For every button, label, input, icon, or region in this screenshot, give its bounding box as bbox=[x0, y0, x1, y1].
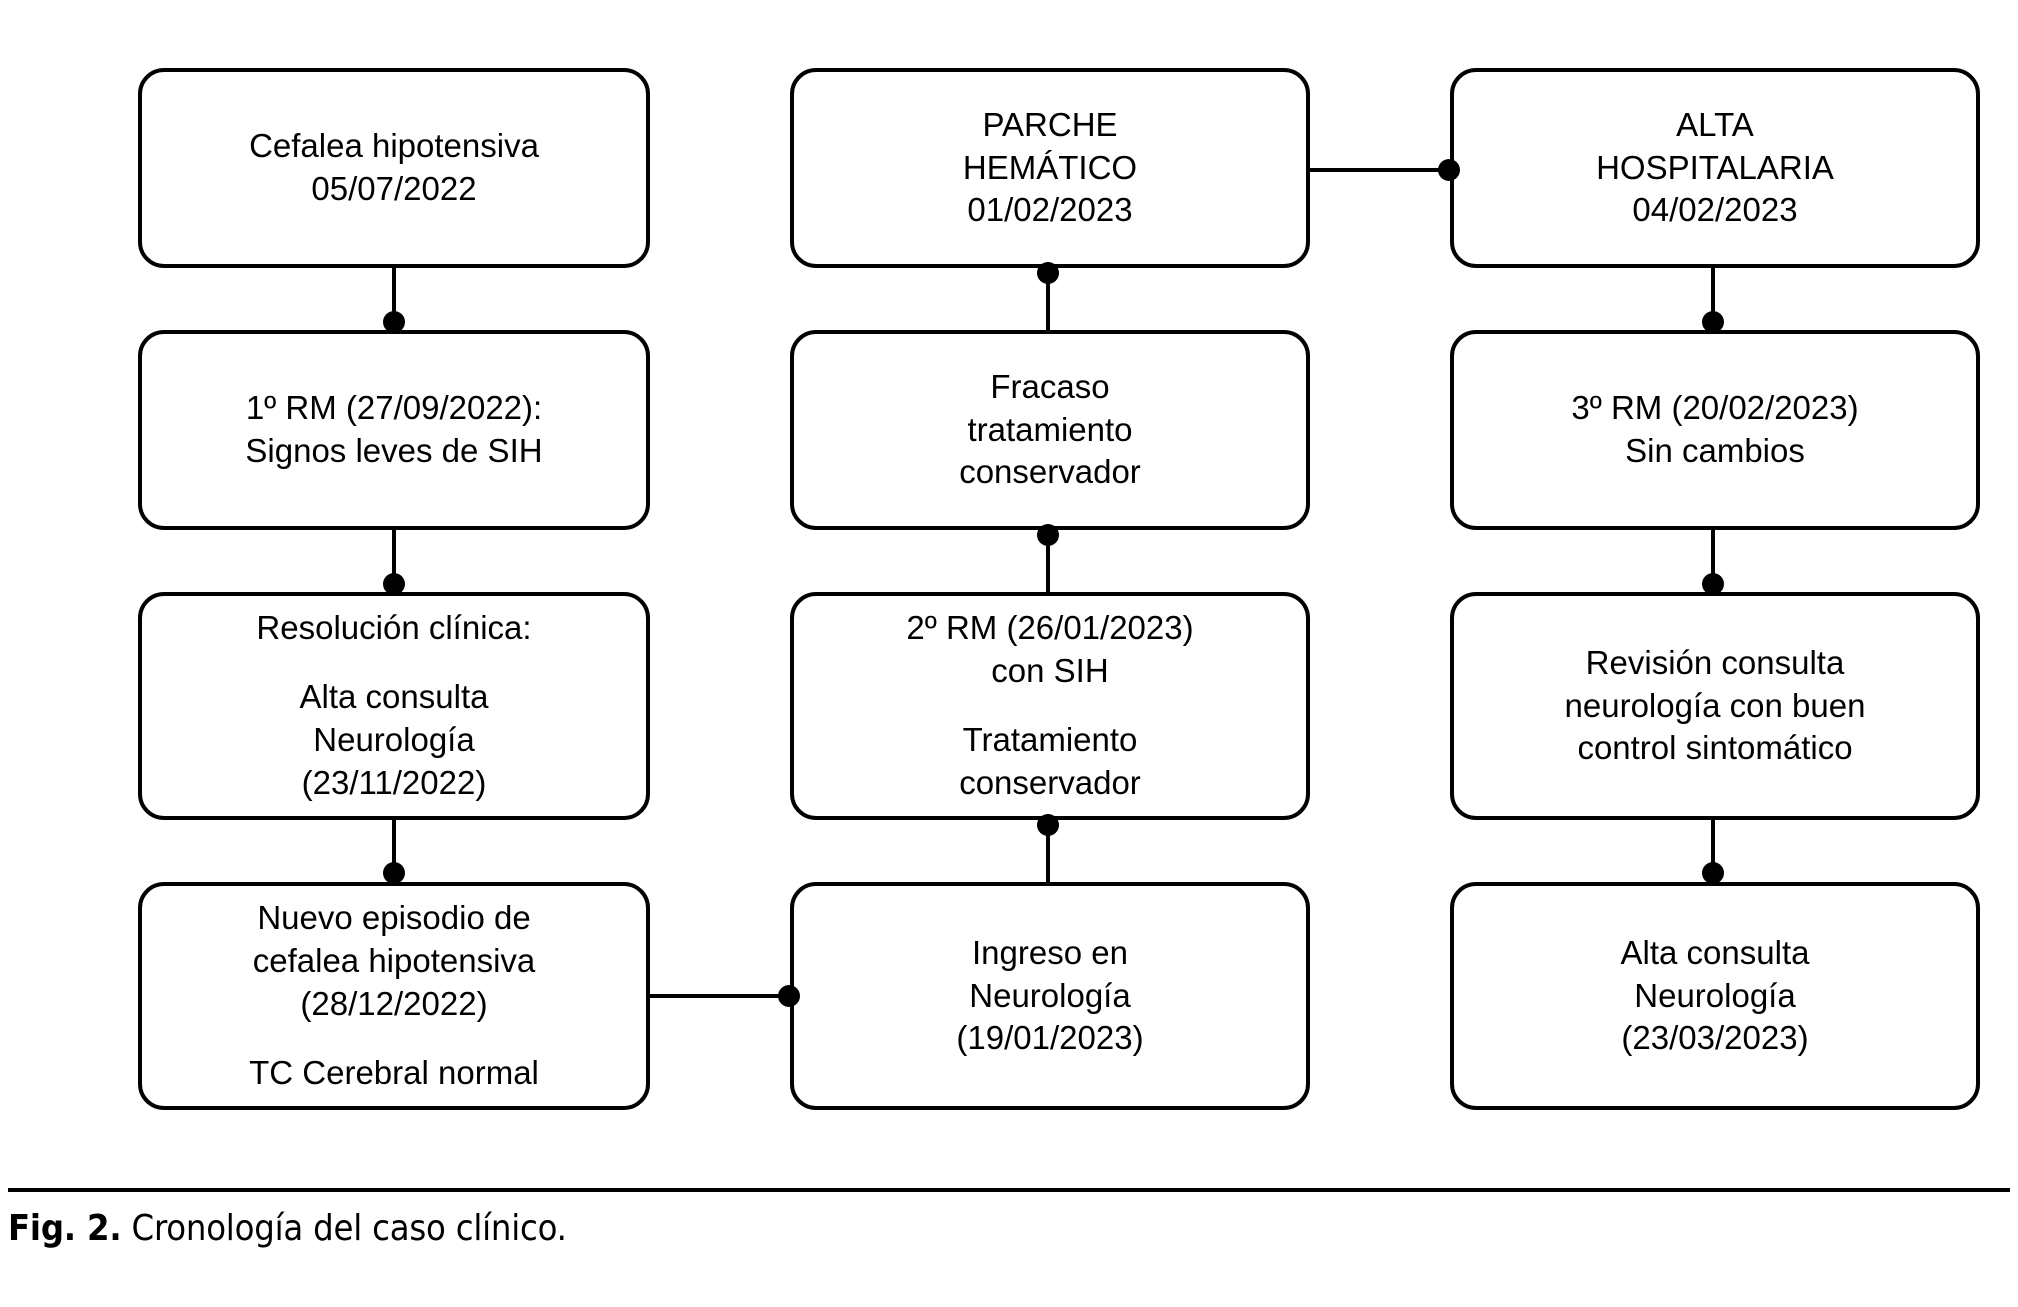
edge-c2r4-c2r3 bbox=[1046, 820, 1050, 882]
node-c2r4[interactable]: Ingreso en Neurología (19/01/2023) bbox=[790, 882, 1310, 1110]
node-c1r2[interactable]: 1º RM (27/09/2022): Signos leves de SIH bbox=[138, 330, 650, 530]
node-line: conservador bbox=[959, 763, 1141, 801]
node-line: Signos leves de SIH bbox=[245, 432, 543, 469]
node-line: 05/07/2022 bbox=[311, 170, 477, 207]
node-c3r4[interactable]: Alta consulta Neurología (23/03/2023) bbox=[1450, 882, 1980, 1110]
node-line: Tratamiento bbox=[962, 721, 1138, 758]
node-c2r1[interactable]: PARCHE HEMÁTICO 01/02/2023 bbox=[790, 68, 1310, 268]
node-line: cefalea hipotensiva bbox=[252, 942, 536, 980]
node-line: HOSPITALARIA bbox=[1596, 148, 1834, 186]
node-line: tratamiento bbox=[967, 410, 1133, 448]
node-line-group: TC Cerebral normal bbox=[249, 1052, 539, 1095]
node-line: Revisión consulta bbox=[1585, 643, 1845, 681]
node-line: 3º RM (20/02/2023) bbox=[1571, 389, 1859, 427]
node-c3r1[interactable]: ALTA HOSPITALARIA 04/02/2023 bbox=[1450, 68, 1980, 268]
node-line: Neurología bbox=[313, 721, 475, 758]
node-line: (19/01/2023) bbox=[956, 1019, 1144, 1057]
node-line: (28/12/2022) bbox=[300, 985, 488, 1022]
node-line-group: 2º RM (26/01/2023) con SIH bbox=[906, 607, 1193, 693]
node-line: 2º RM (26/01/2023) bbox=[906, 609, 1194, 647]
node-line-group: Nuevo episodio de cefalea hipotensiva (2… bbox=[253, 897, 536, 1026]
flowchart-canvas: Cefalea hipotensiva 05/07/2022 1º RM (27… bbox=[138, 68, 1980, 1110]
node-line: PARCHE bbox=[982, 105, 1118, 143]
node-line: con SIH bbox=[991, 652, 1109, 690]
edge-endpoint-dot bbox=[1037, 262, 1059, 284]
edge-endpoint-dot bbox=[1702, 862, 1724, 884]
node-line: Resolución clínica: bbox=[256, 609, 532, 647]
edge-c3r3-c3r4 bbox=[1711, 820, 1715, 882]
node-c2r3[interactable]: 2º RM (26/01/2023) con SIH Tratamiento c… bbox=[790, 592, 1310, 820]
node-line: 1º RM (27/09/2022): bbox=[245, 389, 543, 427]
node-line: Cefalea hipotensiva bbox=[249, 127, 539, 165]
node-c3r2[interactable]: 3º RM (20/02/2023) Sin cambios bbox=[1450, 330, 1980, 530]
node-line-group: Resolución clínica: bbox=[256, 607, 531, 650]
node-line: 01/02/2023 bbox=[967, 191, 1133, 229]
node-line: Sin cambios bbox=[1625, 432, 1805, 469]
node-c1r1[interactable]: Cefalea hipotensiva 05/07/2022 bbox=[138, 68, 650, 268]
node-line: neurología con buen bbox=[1564, 686, 1866, 724]
node-line: 04/02/2023 bbox=[1632, 191, 1798, 229]
edge-c1r3-c1r4 bbox=[392, 820, 396, 882]
node-line: Nuevo episodio de bbox=[257, 899, 531, 937]
edge-c2r3-c2r2 bbox=[1046, 530, 1050, 602]
edge-endpoint-dot bbox=[1702, 573, 1724, 595]
edge-endpoint-dot bbox=[778, 985, 800, 1007]
edge-c2r2-c2r1 bbox=[1046, 268, 1050, 340]
node-line: Alta consulta bbox=[1620, 933, 1810, 971]
node-line: (23/11/2022) bbox=[301, 763, 487, 801]
figure-label: Fig. 2. bbox=[8, 1208, 122, 1249]
node-line: Neurología bbox=[969, 976, 1131, 1014]
node-line-group: Tratamiento conservador bbox=[959, 719, 1141, 805]
node-line: Ingreso en bbox=[972, 933, 1128, 971]
node-c1r3[interactable]: Resolución clínica: Alta consulta Neurol… bbox=[138, 592, 650, 820]
edge-c1r2-c1r3 bbox=[392, 530, 396, 602]
node-line: Fracaso bbox=[990, 367, 1110, 405]
edge-c3r2-c3r3 bbox=[1711, 530, 1715, 602]
edge-c1r1-c1r2 bbox=[392, 268, 396, 340]
node-c1r4[interactable]: Nuevo episodio de cefalea hipotensiva (2… bbox=[138, 882, 650, 1110]
edge-endpoint-dot bbox=[1702, 311, 1724, 333]
node-line: conservador bbox=[959, 453, 1141, 491]
edge-endpoint-dot bbox=[1037, 524, 1059, 546]
node-line: (23/03/2023) bbox=[1621, 1019, 1809, 1057]
node-c2r2[interactable]: Fracaso tratamiento conservador bbox=[790, 330, 1310, 530]
edge-c1r4-c2r4 bbox=[650, 994, 795, 998]
node-line: TC Cerebral normal bbox=[249, 1053, 539, 1091]
node-line: HEMÁTICO bbox=[962, 148, 1138, 186]
node-line-group: Alta consulta Neurología (23/11/2022) bbox=[300, 676, 489, 805]
edge-c3r1-c3r2 bbox=[1711, 268, 1715, 340]
figure-caption-text: Cronología del caso clínico. bbox=[131, 1208, 567, 1249]
edge-c2r1-c3r1 bbox=[1310, 168, 1455, 172]
figure-caption: Fig. 2. Cronología del caso clínico. bbox=[8, 1208, 567, 1249]
node-line: control sintomático bbox=[1577, 729, 1853, 767]
node-line: ALTA bbox=[1676, 105, 1754, 143]
node-line: Neurología bbox=[1634, 976, 1796, 1014]
edge-endpoint-dot bbox=[1438, 159, 1460, 181]
node-line: Alta consulta bbox=[299, 678, 489, 716]
edge-endpoint-dot bbox=[383, 311, 405, 333]
caption-divider bbox=[8, 1188, 2010, 1192]
node-c3r3[interactable]: Revisión consulta neurología con buen co… bbox=[1450, 592, 1980, 820]
edge-endpoint-dot bbox=[383, 862, 405, 884]
edge-endpoint-dot bbox=[383, 573, 405, 595]
edge-endpoint-dot bbox=[1037, 814, 1059, 836]
